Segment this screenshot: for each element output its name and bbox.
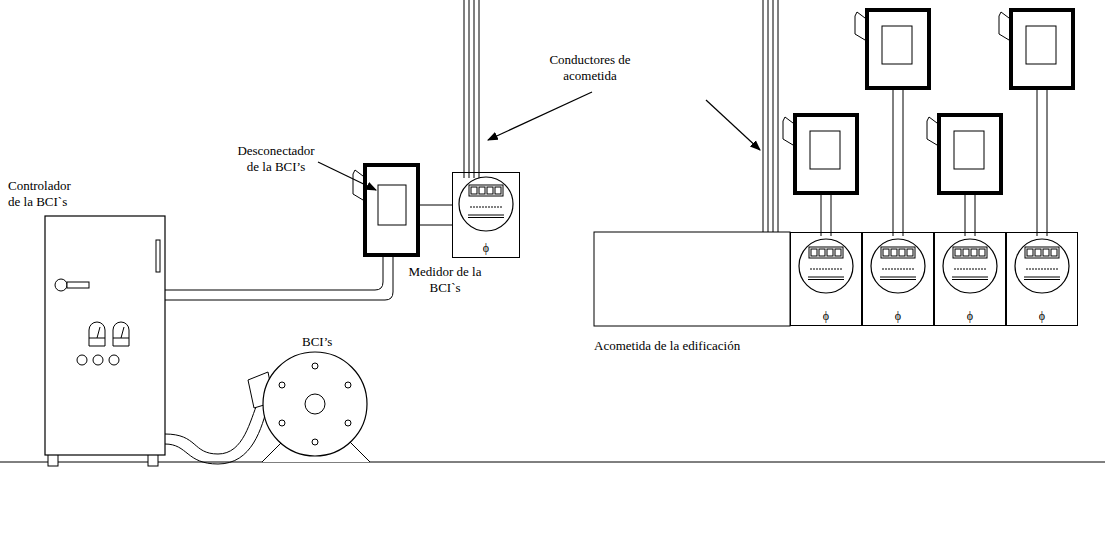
- service-panel: [594, 232, 790, 326]
- meter-face: [459, 177, 513, 231]
- ground-line: [0, 462, 1105, 463]
- meter-socket: ϕ: [452, 172, 520, 258]
- meter-socket: ϕ: [862, 232, 934, 326]
- disconnect-switch: [927, 115, 1001, 193]
- conduit: [420, 205, 452, 206]
- phase-symbol: ϕ: [895, 309, 901, 325]
- fire-pump: [248, 352, 370, 462]
- conduit: [165, 255, 393, 300]
- meter-socket: ϕ: [934, 232, 1006, 326]
- disconnect-switch: [783, 115, 857, 193]
- phase-symbol: ϕ: [967, 309, 973, 325]
- meter-face: [1015, 239, 1069, 293]
- meter-face: [943, 239, 997, 293]
- service-conductors: [763, 0, 778, 232]
- phase-symbol: ϕ: [1039, 309, 1045, 325]
- callout-label: Controlador de la BCI`s: [8, 178, 80, 210]
- callout-label: Medidor de la BCI`s: [406, 264, 484, 296]
- disconnect-switch: [855, 10, 929, 88]
- leader-arrows: [318, 92, 760, 190]
- callout-label: Desconectador de la BCI’s: [232, 143, 320, 175]
- pump-controller: [45, 216, 165, 466]
- callout-label: Conductores de acometida: [540, 52, 640, 84]
- disconnect-switch: [353, 165, 418, 255]
- service-conductors: [464, 0, 479, 178]
- callout-label: Acometida de la edificación: [594, 338, 814, 354]
- flexible-conduit: [165, 402, 268, 464]
- callout-label: BCI’s: [302, 334, 362, 350]
- meter-face: [871, 239, 925, 293]
- phase-symbol: ϕ: [483, 241, 489, 257]
- phase-symbol: ϕ: [823, 309, 829, 325]
- meter-socket: ϕ: [1006, 232, 1078, 326]
- disconnect-switch: [999, 10, 1073, 88]
- meter-socket: ϕ: [790, 232, 862, 326]
- conduit: [420, 225, 452, 226]
- meter-face: [799, 239, 853, 293]
